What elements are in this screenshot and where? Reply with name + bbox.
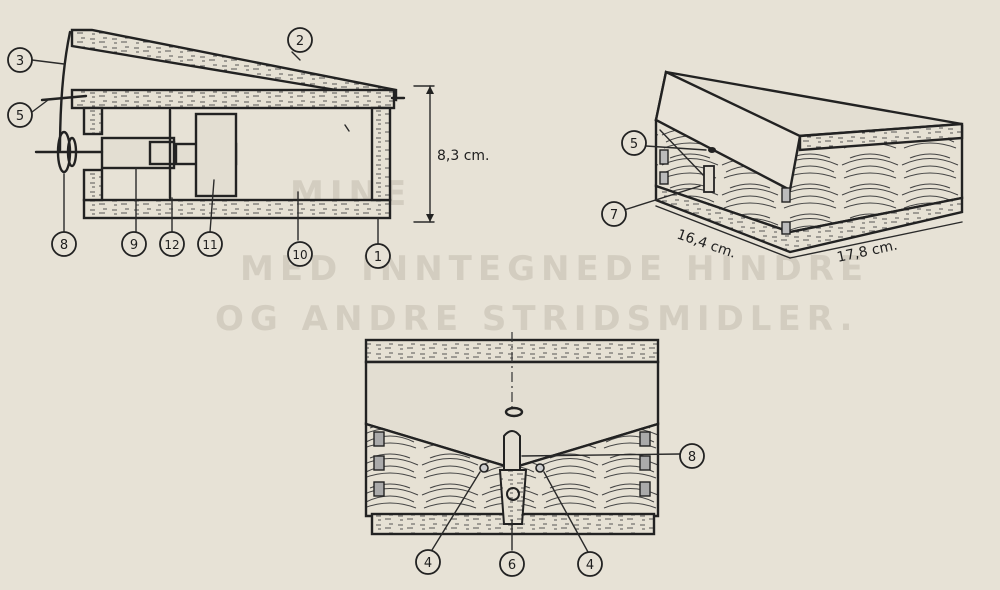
depth-dimension-line (655, 205, 791, 259)
trigger-wire-right (659, 129, 705, 177)
support-pin-left (479, 463, 489, 473)
trigger-rod (40, 94, 88, 102)
callout-5-right: 5 (621, 130, 647, 156)
front-dovetail-6 (639, 481, 651, 497)
watermark-line-3: OG ANDRE STRIDSMIDLER. (215, 299, 858, 339)
lever-pivot (506, 487, 520, 501)
dovetail-3 (781, 187, 791, 203)
callout-12: 12 (159, 231, 185, 257)
callout-8-left: 8 (51, 231, 77, 257)
front-dovetail-4 (639, 431, 651, 447)
front-dovetail-1 (373, 431, 385, 447)
callout-8-left-text: 8 (60, 238, 68, 253)
lid-edge (798, 122, 964, 152)
callout-3: 3 (7, 47, 33, 73)
leader-5-right (645, 145, 707, 151)
dovetail-1 (659, 149, 669, 165)
watermark-line-2: MED INNTEGNEDE HINDRE (240, 249, 869, 289)
width-dimension-line (789, 221, 963, 259)
pin-ring-2 (66, 136, 78, 168)
right-wall (370, 106, 392, 202)
callout-8-front-text: 8 (688, 450, 696, 465)
callout-7: 7 (601, 201, 627, 227)
leader-4-left (431, 471, 481, 551)
callout-9: 9 (121, 231, 147, 257)
callout-6: 6 (499, 551, 525, 577)
leader-5-left (31, 99, 49, 113)
front-lever-shaft (498, 469, 528, 525)
front-view: 8 4 6 4 (364, 332, 705, 577)
leader-3 (31, 59, 65, 65)
callout-8-front: 8 (679, 443, 705, 469)
callout-2: 2 (287, 27, 313, 53)
left-wall-bottom (82, 168, 104, 202)
watermark: MINE MED INNTEGNEDE HINDRE OG ANDRE STRI… (215, 174, 869, 339)
callout-5-left-text: 5 (16, 109, 24, 124)
callout-10: 10 (287, 241, 313, 267)
side-section-view: 8,3 cm. 2 3 5 8 9 12 11 10 1 (7, 27, 490, 269)
support-pin-right (535, 463, 545, 473)
callout-6-text: 6 (508, 558, 516, 573)
dovetail-4 (781, 221, 791, 235)
leader-4-right (543, 471, 589, 553)
leader-7 (623, 185, 701, 211)
pin-hole (708, 147, 716, 153)
callout-4-right: 4 (577, 551, 603, 577)
callout-2-text: 2 (296, 34, 304, 49)
callout-5-right-text: 5 (630, 137, 638, 152)
leader-8-front (521, 453, 681, 457)
front-dovetail-5 (639, 455, 651, 471)
slanted-lid (70, 28, 398, 102)
callout-11: 11 (197, 231, 223, 257)
left-wall-top (82, 106, 104, 136)
dovetail-2 (659, 171, 669, 185)
front-dovetail-3 (373, 481, 385, 497)
callout-10-text: 10 (292, 248, 307, 262)
callout-4-left-text: 4 (424, 556, 432, 571)
striker-housing (148, 140, 176, 166)
trigger-wire (58, 30, 72, 152)
callout-9-text: 9 (130, 238, 138, 253)
trigger-lever (703, 165, 715, 193)
callout-3-text: 3 (16, 54, 24, 69)
callout-1: 1 (365, 243, 391, 269)
front-lever-head (503, 430, 521, 471)
leader-2 (291, 51, 301, 61)
charge-block (194, 112, 238, 198)
top-plank (70, 88, 396, 110)
height-dimension-label: 8,3 cm. (437, 148, 490, 164)
callout-11-text: 11 (202, 238, 217, 252)
small-mark (344, 124, 350, 132)
callout-7-text: 7 (610, 208, 618, 223)
callout-5-left: 5 (7, 102, 33, 128)
callout-1-text: 1 (374, 250, 382, 265)
bottom-plank (82, 198, 392, 220)
callout-4-left: 4 (415, 549, 441, 575)
leader-11 (209, 179, 215, 233)
callout-4-right-text: 4 (586, 558, 594, 573)
pin-ring (56, 130, 72, 174)
callout-12-text: 12 (164, 238, 179, 252)
perspective-view: 16,4 cm. 17,8 cm. 5 7 (601, 70, 964, 266)
front-dovetail-2 (373, 455, 385, 471)
pin-slot (504, 406, 524, 418)
